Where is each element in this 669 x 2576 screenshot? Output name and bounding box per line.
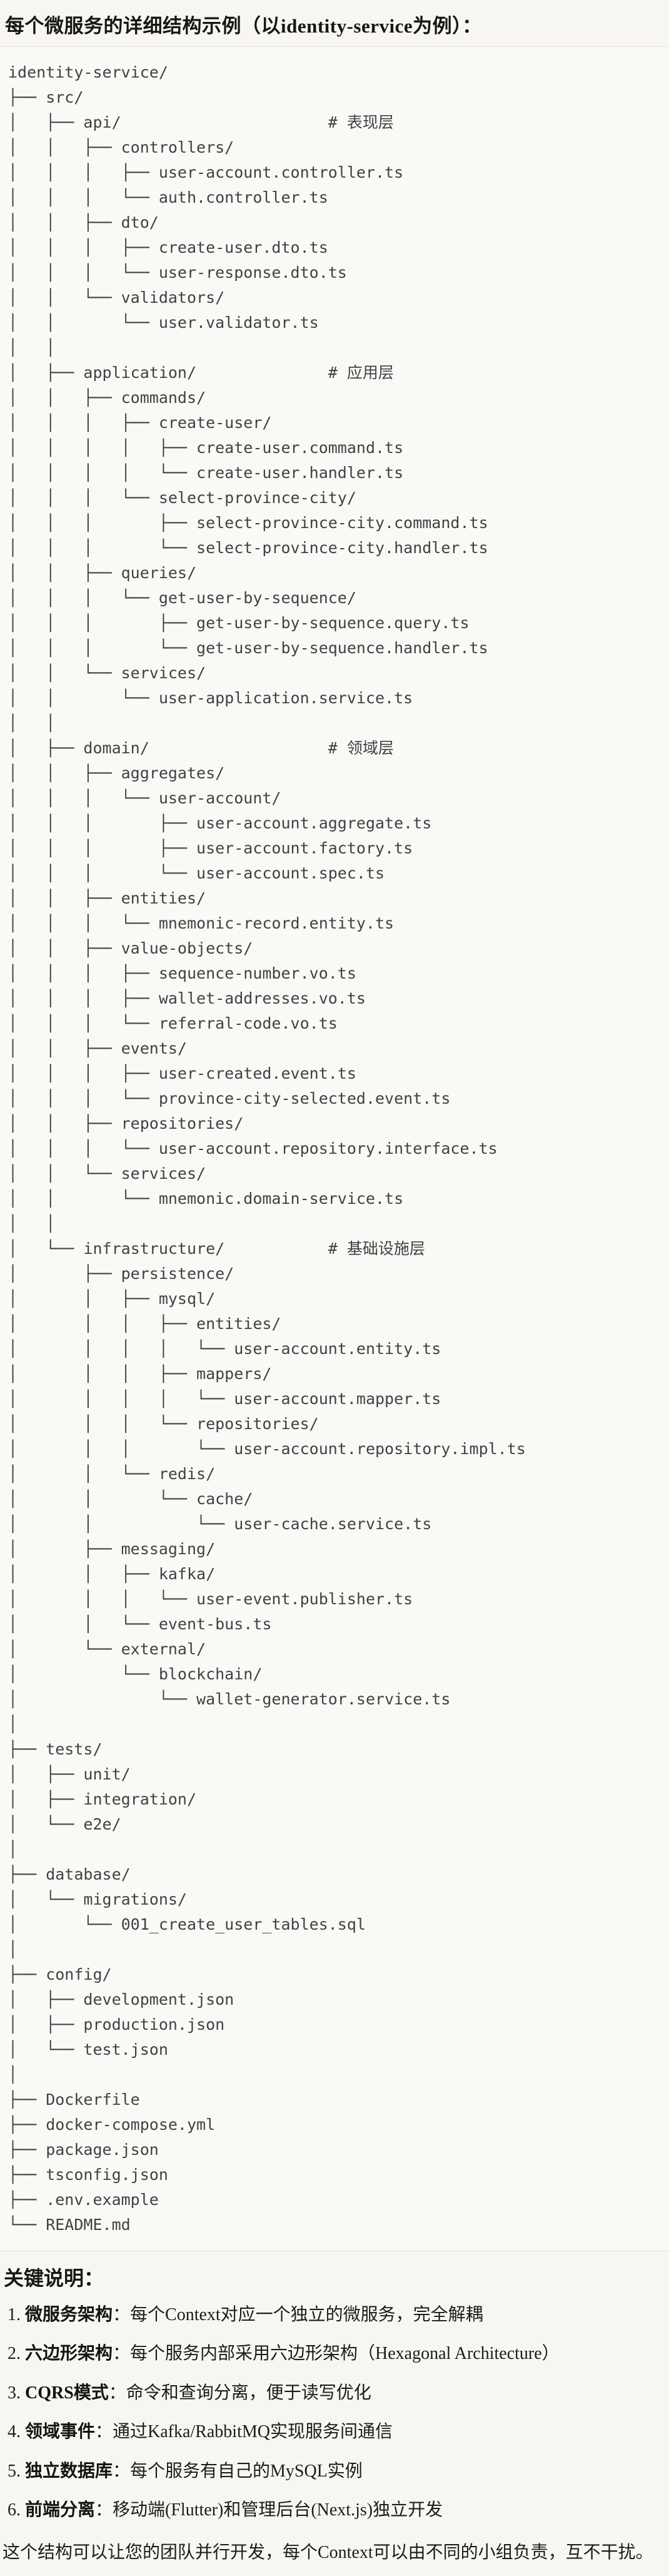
note-item-label: 前端分离 bbox=[25, 2500, 96, 2520]
note-item-text: ：每个服务有自己的MySQL实例 bbox=[113, 2461, 363, 2481]
note-item-text: ：通过Kafka/RabbitMQ实现服务间通信 bbox=[95, 2422, 393, 2442]
note-item-label: 领域事件 bbox=[25, 2422, 96, 2442]
note-item-number: 1. bbox=[8, 2305, 21, 2324]
note-item-text: ：每个Context对应一个独立的微服务，完全解耦 bbox=[113, 2305, 483, 2324]
note-item-number: 6. bbox=[8, 2500, 21, 2520]
closing-paragraph: 这个结构可以让您的团队并行开发，每个Context可以由不同的小组负责，互不干扰… bbox=[3, 2543, 653, 2563]
note-item-number: 3. bbox=[8, 2383, 21, 2403]
note-item-text: ：命令和查询分离，便于读写优化 bbox=[108, 2383, 371, 2403]
note-item: 6.前端分离：移动端(Flutter)和管理后台(Next.js)独立开发 bbox=[8, 2499, 664, 2522]
directory-tree: identity-service/ ├── src/ │ ├── api/ # … bbox=[8, 63, 526, 2234]
code-block: identity-service/ ├── src/ │ ├── api/ # … bbox=[0, 46, 669, 2251]
page-title: 每个微服务的详细结构示例（以identity-service为例）： bbox=[5, 15, 482, 37]
note-item: 4.领域事件：通过Kafka/RabbitMQ实现服务间通信 bbox=[8, 2421, 664, 2443]
note-item-label: CQRS模式 bbox=[25, 2383, 109, 2403]
note-item-label: 六边形架构 bbox=[25, 2344, 113, 2364]
note-item-number: 4. bbox=[8, 2422, 21, 2442]
note-item-label: 独立数据库 bbox=[25, 2461, 113, 2481]
note-item: 1.微服务架构：每个Context对应一个独立的微服务，完全解耦 bbox=[8, 2304, 664, 2326]
notes-heading: 关键说明： bbox=[4, 2267, 104, 2289]
note-item-number: 2. bbox=[8, 2344, 21, 2364]
note-item: 3.CQRS模式：命令和查询分离，便于读写优化 bbox=[8, 2382, 664, 2405]
note-item-number: 5. bbox=[8, 2461, 21, 2481]
note-item-text: ：移动端(Flutter)和管理后台(Next.js)独立开发 bbox=[95, 2500, 443, 2520]
note-item: 5.独立数据库：每个服务有自己的MySQL实例 bbox=[8, 2460, 664, 2483]
note-item-label: 微服务架构 bbox=[25, 2305, 113, 2324]
note-item: 2.六边形架构：每个服务内部采用六边形架构（Hexagonal Architec… bbox=[8, 2343, 664, 2365]
notes-section: 关键说明： 1.微服务架构：每个Context对应一个独立的微服务，完全解耦 2.… bbox=[0, 2251, 669, 2565]
note-item-text: ：每个服务内部采用六边形架构（Hexagonal Architecture） bbox=[113, 2344, 560, 2364]
